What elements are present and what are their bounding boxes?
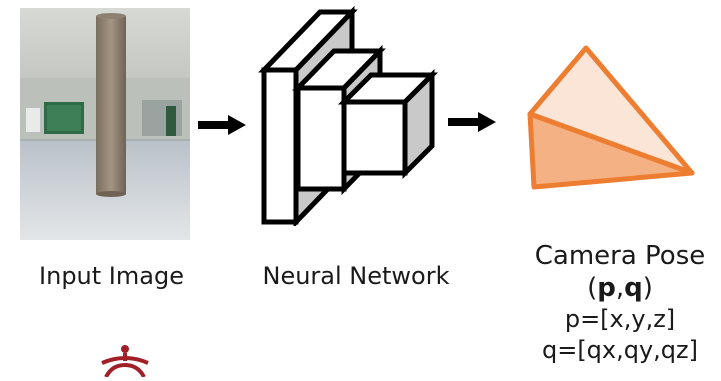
pose-vector: (p,q) bbox=[520, 272, 720, 304]
arrow-right-icon bbox=[198, 115, 246, 139]
pose-vector-close: ) bbox=[642, 273, 653, 303]
neural-network-label: Neural Network bbox=[262, 262, 450, 290]
pose-vector-sep: , bbox=[615, 273, 625, 303]
pose-vector-p: p bbox=[597, 273, 616, 303]
arrow-right-icon bbox=[448, 112, 496, 136]
camera-pose-block: Camera Pose (p,q) p=[x,y,z] q=[qx,qy,qz] bbox=[520, 240, 720, 366]
hallway-photo bbox=[20, 8, 190, 240]
university-logo-icon bbox=[92, 343, 158, 381]
camera-pose-title: Camera Pose bbox=[534, 241, 706, 271]
camera-pyramid-icon bbox=[520, 40, 700, 194]
quaternion-definition: q=[qx,qy,qz] bbox=[541, 336, 699, 364]
input-image bbox=[20, 8, 190, 240]
pose-vector-open: ( bbox=[587, 273, 598, 303]
position-definition: p=[x,y,z] bbox=[564, 305, 676, 333]
input-image-label: Input Image bbox=[39, 262, 184, 290]
stacked-blocks-icon bbox=[258, 5, 440, 230]
pose-vector-q: q bbox=[624, 273, 643, 303]
